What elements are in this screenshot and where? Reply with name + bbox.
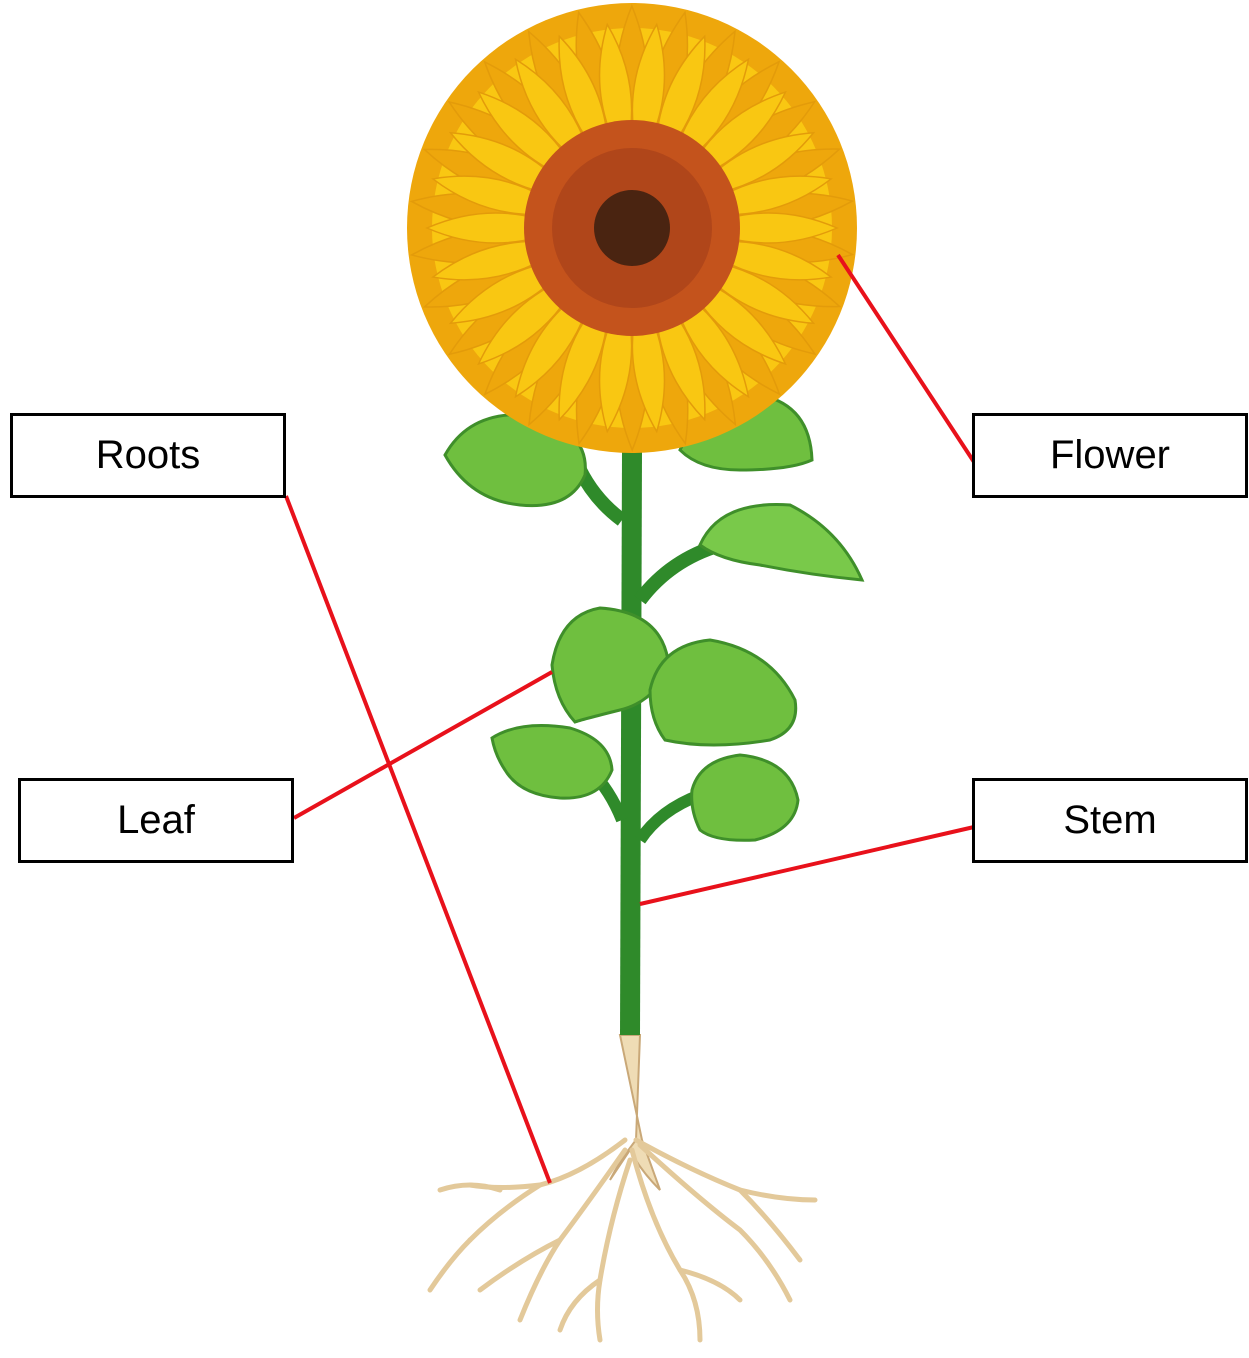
flower-label-box: Flower	[972, 413, 1248, 498]
leaf-label-box: Leaf	[18, 778, 294, 863]
stem-label: Stem	[1063, 798, 1156, 843]
flower-illustration	[407, 3, 857, 453]
roots-leader-line	[286, 496, 550, 1183]
roots-label-box: Roots	[10, 413, 286, 498]
flower-leader-line	[838, 255, 974, 462]
flower-label: Flower	[1050, 433, 1170, 478]
leaf-label: Leaf	[117, 798, 195, 843]
leaves-illustration	[445, 395, 862, 840]
stem-leader-line	[640, 827, 974, 904]
roots-label: Roots	[96, 433, 201, 478]
stem-label-box: Stem	[972, 778, 1248, 863]
roots-illustration	[430, 1035, 815, 1340]
